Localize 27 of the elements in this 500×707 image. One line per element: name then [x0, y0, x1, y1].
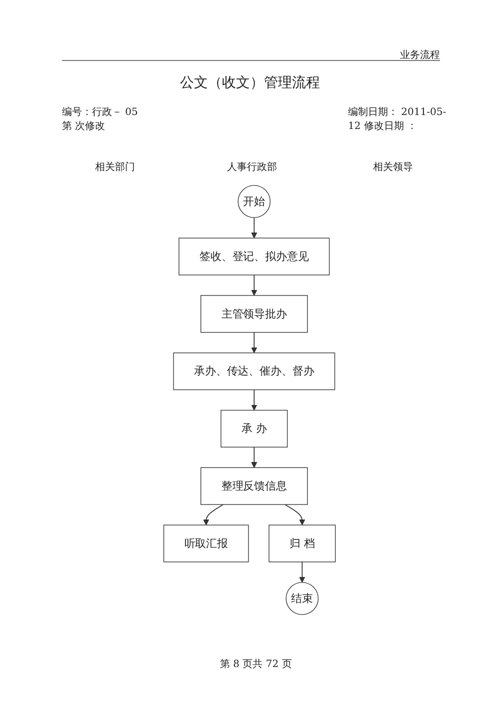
compile-date: 编制日期： 2011-05-: [348, 106, 446, 119]
node-box: 整理反馈信息: [200, 467, 308, 505]
node-box: 归 档: [269, 524, 336, 562]
lane-heading: 相关领导: [373, 160, 413, 174]
node-box: 听取汇报: [164, 524, 250, 562]
arrow: [252, 217, 258, 238]
page-number: 第 8 页共 72 页: [220, 658, 292, 671]
page-title: 公文（收文）管理流程: [179, 74, 321, 92]
arrow: [252, 389, 258, 411]
arrow: [252, 446, 258, 468]
node-box: 签收、登记、拟办意见: [179, 238, 330, 276]
node-circle: 结束: [286, 582, 319, 615]
section-title: 业务流程: [400, 48, 440, 62]
arrow: [204, 504, 224, 526]
arrow: [300, 561, 306, 583]
arrow: [285, 504, 306, 526]
arrow: [252, 332, 258, 354]
revision-date: 12 修改日期 ：: [348, 120, 418, 133]
document-number: 编号：行政－ 05: [62, 106, 138, 119]
lane-heading: 人事行政部: [227, 160, 277, 174]
revision-count: 第 次修改: [62, 120, 106, 133]
node-box: 主管领导批办: [200, 295, 308, 333]
node-box: 承办、传达、催办、督办: [174, 352, 336, 390]
node-circle: 开始: [238, 185, 271, 218]
arrow: [252, 274, 258, 296]
node-box: 承 办: [221, 410, 288, 448]
lane-heading: 相关部门: [95, 160, 135, 174]
